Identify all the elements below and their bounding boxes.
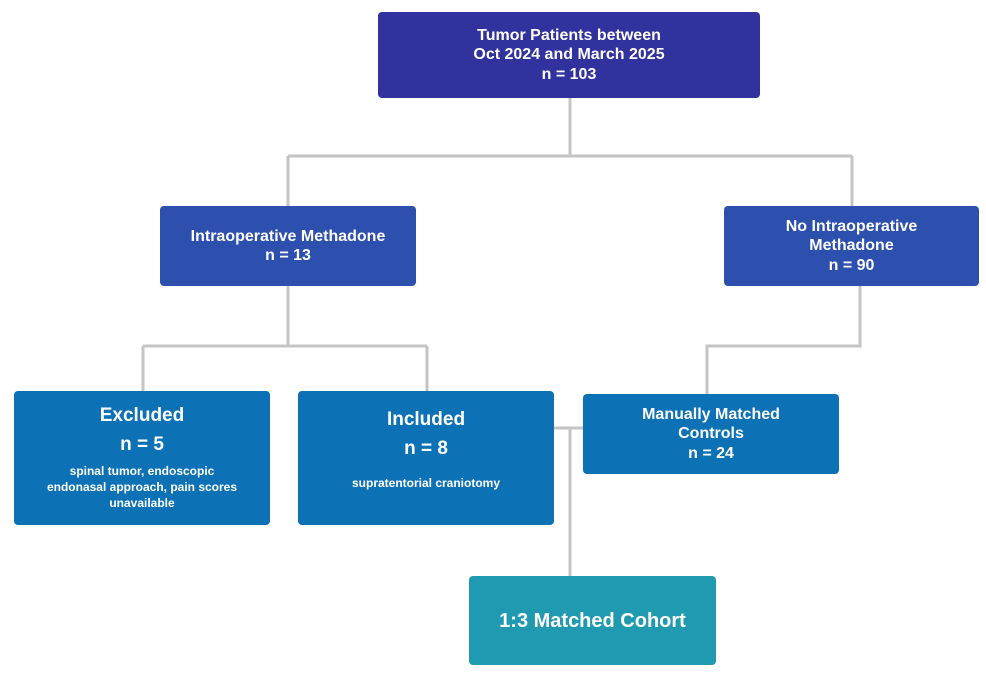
connector-merge-to-cohort: [554, 426, 583, 576]
matched-controls-box: Manually Matched Controls n = 24: [583, 394, 839, 474]
no-methadone-line2: Methadone: [809, 237, 894, 255]
connector-methadone-split: [141, 286, 429, 391]
excluded-title: Excluded: [99, 404, 185, 426]
methadone-title: Intraoperative Methadone: [190, 227, 386, 245]
connector-no-methadone-to-controls: [705, 286, 862, 394]
included-title: Included: [386, 409, 466, 430]
excluded-box: Excluded n = 5 spinal tumor, endoscopic …: [14, 391, 270, 525]
controls-line1: Manually Matched: [642, 406, 780, 424]
controls-line2: Controls: [678, 425, 744, 443]
connector-top-split: [286, 98, 854, 206]
total-patients-line2: Oct 2024 and March 2025: [473, 46, 665, 64]
methadone-count: n = 13: [265, 247, 311, 264]
included-detail: supratentorial craniotomy: [351, 475, 501, 490]
excluded-count: n = 5: [120, 433, 164, 455]
total-patients-box: Tumor Patients between Oct 2024 and Marc…: [378, 12, 760, 98]
intraoperative-methadone-box: Intraoperative Methadone n = 13: [160, 206, 416, 286]
cohort-title: 1:3 Matched Cohort: [499, 609, 686, 632]
controls-count: n = 24: [688, 444, 734, 462]
included-count: n = 8: [404, 437, 448, 459]
excluded-detail: spinal tumor, endoscopic endonasal appro…: [46, 463, 238, 510]
total-patients-count: n = 103: [541, 65, 597, 83]
no-methadone-count: n = 90: [828, 256, 875, 274]
matched-cohort-box: 1:3 Matched Cohort: [469, 576, 716, 665]
no-methadone-box: No Intraoperative Methadone n = 90: [724, 206, 979, 286]
no-methadone-line1: No Intraoperative: [785, 218, 918, 236]
included-box: Included n = 8 supratentorial craniotomy: [298, 391, 554, 525]
total-patients-line1: Tumor Patients between: [477, 27, 661, 45]
